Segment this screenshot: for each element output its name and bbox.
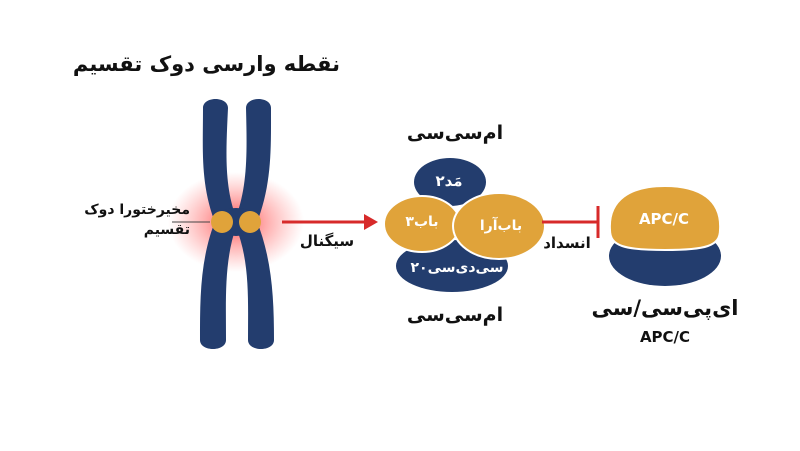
kinetochore-label: مخیرختورا دوک تقسیم (84, 202, 190, 238)
mad2-label: مَد۲ (435, 172, 463, 190)
mcc-top-label: ام‌سی‌سی (406, 122, 504, 144)
inhibition-label: انسداد (543, 234, 591, 252)
mcc-bottom-label: ام‌سی‌سی (406, 304, 504, 326)
apc-upper-blob (608, 184, 722, 252)
mcc-complex (383, 158, 546, 292)
cdc20-label: سی‌دی‌سی۲۰ (410, 260, 504, 276)
apc-complex (608, 184, 722, 286)
bub3-label: باب۳ (405, 214, 439, 230)
kinetochore-dot-left (211, 211, 233, 233)
diagram-title: نقطه وارسی دوک تقسیم (72, 52, 340, 76)
inhibition-bar (542, 206, 600, 238)
apc-label-persian: ای‌پی‌سی/سی (591, 296, 739, 320)
apc-label-english: APC/C (639, 328, 691, 346)
mad2-blob (414, 158, 486, 206)
bubr1-blob (452, 192, 546, 260)
chromosome (200, 99, 274, 349)
apc-box-label: APC/C (638, 210, 690, 228)
signal-arrow (282, 214, 378, 230)
kinetochore-dot-right (239, 211, 261, 233)
bubr1-label: باب‌آرا (479, 218, 523, 234)
signal-label: سیگنال (299, 232, 355, 250)
